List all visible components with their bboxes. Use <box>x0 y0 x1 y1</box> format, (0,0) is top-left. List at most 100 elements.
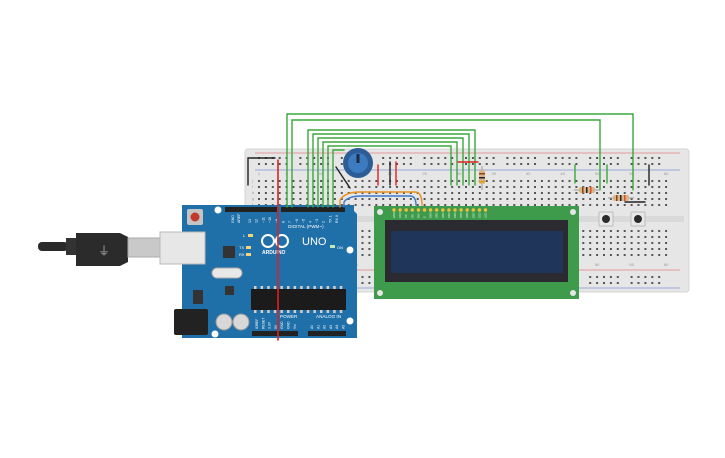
digital-header-label: DIGITAL (PWM~) <box>288 224 324 229</box>
terminal-hole <box>520 186 523 188</box>
wire-green-7[interactable] <box>327 145 452 208</box>
terminal-hole <box>623 186 626 188</box>
column-number-top: 55 <box>629 171 634 176</box>
smd-chip <box>225 286 234 295</box>
terminal-hole <box>658 198 661 200</box>
push-button-1[interactable] <box>598 211 614 227</box>
terminal-hole <box>561 192 564 194</box>
reset-button[interactable] <box>190 212 200 222</box>
lcd-pin <box>422 208 427 212</box>
terminal-hole <box>603 204 605 206</box>
rail-hole <box>630 282 633 284</box>
rail-hole <box>409 157 412 159</box>
rail-hole <box>313 163 316 165</box>
terminal-hole <box>609 180 612 182</box>
rail-hole <box>340 163 343 165</box>
push-button-2[interactable] <box>630 211 646 227</box>
terminal-hole <box>382 180 385 182</box>
terminal-hole <box>630 248 633 250</box>
terminal-hole <box>630 242 633 244</box>
chip-pin <box>300 286 303 289</box>
terminal-hole <box>368 186 371 188</box>
wire-green-2[interactable] <box>291 119 601 208</box>
terminal-hole <box>554 204 557 206</box>
wire-black-gnd[interactable] <box>247 157 276 186</box>
terminal-hole <box>340 180 343 182</box>
terminal-hole <box>603 180 605 182</box>
terminal-hole <box>575 198 578 200</box>
digital-pin-label: ~10 <box>268 217 272 223</box>
rail-hole <box>437 157 440 159</box>
wire-orange[interactable] <box>339 191 423 208</box>
terminal-hole <box>444 180 447 182</box>
rail-hole <box>320 157 323 159</box>
column-number-top: 1 <box>258 171 261 176</box>
rail-hole <box>506 163 509 165</box>
chip-pin <box>293 310 297 313</box>
arduino-uno[interactable]: UNO ARDUINO DIGITAL (PWM~) ON L TX RX AR… <box>159 205 357 338</box>
rail-hole <box>568 157 571 159</box>
terminal-hole <box>382 198 385 200</box>
wire-green-4[interactable] <box>312 133 470 208</box>
rail-hole <box>423 163 426 165</box>
terminal-hole <box>554 192 557 194</box>
terminal-hole <box>423 180 426 182</box>
chip-pin <box>267 286 270 289</box>
terminal-hole <box>637 186 640 188</box>
terminal-hole <box>354 204 357 206</box>
terminal-hole <box>437 198 440 200</box>
power-pin-label: 3.3V <box>268 321 272 329</box>
rail-hole <box>437 163 440 165</box>
lcd-pin-label: RS <box>410 214 414 218</box>
terminal-hole <box>389 204 392 206</box>
terminal-hole <box>361 242 364 244</box>
terminal-hole <box>465 192 467 194</box>
terminal-hole <box>361 254 364 256</box>
wire-green-8[interactable] <box>332 149 345 208</box>
analog-pin-label: A1 <box>316 325 320 329</box>
rail-hole <box>644 157 647 159</box>
lcd-pin-label: RW <box>416 213 420 218</box>
rail-hole <box>609 157 612 159</box>
terminal-hole <box>603 198 605 200</box>
wire-blue[interactable] <box>343 195 417 208</box>
terminal-hole <box>658 248 661 250</box>
wire-black-short-1[interactable] <box>335 166 351 189</box>
rail-hole <box>402 163 405 165</box>
wire-green-6[interactable] <box>322 141 458 208</box>
terminal-hole <box>451 192 454 194</box>
potentiometer[interactable] <box>343 148 373 178</box>
rail-hole <box>637 163 640 165</box>
terminal-hole <box>444 192 447 194</box>
terminal-hole <box>665 180 668 182</box>
resistor-1[interactable] <box>479 166 485 190</box>
resistor-2[interactable] <box>574 187 600 193</box>
lcd-pin-label: GND <box>392 212 396 218</box>
digital-pin-label: RX 0 <box>335 215 339 223</box>
lcd-pin-label: V0 <box>404 214 408 218</box>
wire-green-3[interactable] <box>307 129 476 208</box>
terminal-hole <box>658 186 661 188</box>
chip-pin <box>306 310 310 313</box>
terminal-hole <box>540 186 543 188</box>
usb-plug-metal <box>127 237 161 258</box>
rail-hole <box>637 282 640 284</box>
terminal-hole <box>527 192 530 194</box>
terminal-hole <box>368 198 371 200</box>
terminal-hole <box>637 254 640 256</box>
wire-green-1[interactable] <box>286 113 634 208</box>
lcd-pin <box>398 208 402 212</box>
rail-hole <box>485 157 488 159</box>
terminal-hole <box>485 192 488 194</box>
terminal-hole <box>513 192 516 194</box>
resistor-3[interactable] <box>608 195 634 201</box>
lcd-pin <box>404 208 408 212</box>
terminal-hole <box>644 186 647 188</box>
terminal-hole <box>616 248 619 250</box>
terminal-hole <box>361 198 364 200</box>
rail-hole <box>575 157 578 159</box>
terminal-hole <box>609 192 612 194</box>
crystal <box>211 267 243 279</box>
terminal-hole <box>340 198 343 200</box>
